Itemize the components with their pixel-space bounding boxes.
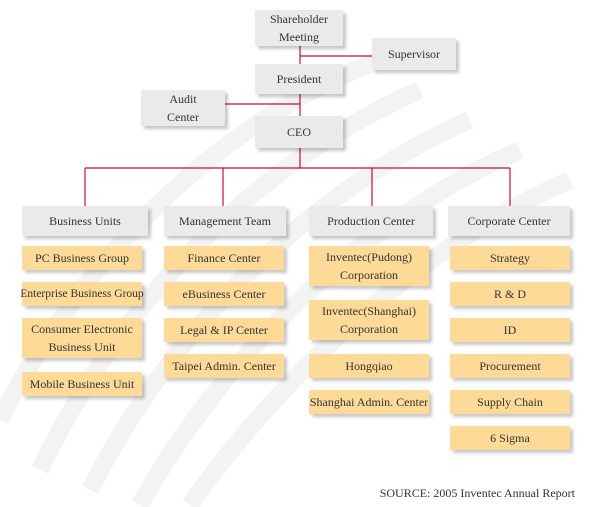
ceo-node: CEO: [255, 116, 343, 148]
division-label: Business Units: [49, 214, 121, 228]
unit-label: eBusiness Center: [182, 287, 266, 301]
unit-box: Taipei Admin. Center: [164, 354, 284, 378]
unit-box: Inventec(Shanghai) Corporation: [309, 300, 429, 340]
division-management-team: Management Team: [164, 206, 286, 236]
supervisor-node: Supervisor: [372, 38, 456, 70]
unit-label: ID: [503, 323, 517, 337]
unit-label: Inventec(Shanghai) Corporation: [322, 304, 416, 336]
unit-box: Enterprise Business Group: [20, 282, 144, 306]
unit-box: Inventec(Pudong) Corporation: [309, 246, 429, 286]
unit-label: Procurement: [479, 359, 541, 373]
unit-box: Supply Chain: [450, 390, 570, 414]
unit-box: Mobile Business Unit: [22, 372, 142, 396]
unit-label: Supply Chain: [477, 395, 543, 409]
audit-center-label: Audit Center: [167, 92, 199, 124]
unit-box: R & D: [450, 282, 570, 306]
audit-center-node: Audit Center: [141, 90, 225, 126]
shareholder-meeting-node: Shareholder Meeting: [255, 10, 343, 46]
unit-label: R & D: [493, 287, 526, 301]
unit-box: eBusiness Center: [164, 282, 284, 306]
unit-label: Finance Center: [187, 251, 261, 265]
unit-label: Shanghai Admin. Center: [309, 395, 429, 409]
unit-label: PC Business Group: [34, 251, 129, 265]
unit-label: Strategy: [490, 251, 530, 265]
source-note: SOURCE: 2005 Inventec Annual Report: [379, 486, 575, 500]
ceo-label: CEO: [287, 125, 311, 139]
president-label: President: [276, 72, 322, 86]
unit-label: Legal & IP Center: [180, 323, 268, 337]
division-label: Corporate Center: [467, 214, 551, 228]
unit-box: Procurement: [450, 354, 570, 378]
unit-box: Legal & IP Center: [164, 318, 284, 342]
unit-box: Consumer Electronic Business Unit: [22, 318, 142, 358]
shareholder-meeting-label: Shareholder Meeting: [270, 12, 328, 44]
unit-label: 6 Sigma: [490, 431, 530, 445]
unit-label: Taipei Admin. Center: [172, 359, 276, 373]
unit-box: 6 Sigma: [450, 426, 570, 450]
unit-box: Hongqiao: [309, 354, 429, 378]
unit-label: Enterprise Business Group: [20, 288, 144, 300]
division-corporate-center: Corporate Center: [448, 206, 570, 236]
unit-label: Hongqiao: [345, 359, 393, 373]
unit-box: Strategy: [450, 246, 570, 270]
unit-box: Shanghai Admin. Center: [309, 390, 429, 414]
division-label: Production Center: [327, 214, 415, 228]
supervisor-label: Supervisor: [388, 47, 440, 61]
unit-label: Inventec(Pudong) Corporation: [326, 250, 412, 282]
division-label: Management Team: [179, 214, 271, 228]
division-business-units: Business Units: [22, 206, 148, 236]
unit-box: ID: [450, 318, 570, 342]
unit-box: Finance Center: [164, 246, 284, 270]
unit-box: PC Business Group: [22, 246, 142, 270]
unit-label: Mobile Business Unit: [29, 377, 135, 391]
unit-label: Consumer Electronic Business Unit: [31, 322, 133, 354]
president-node: President: [255, 64, 343, 94]
division-production-center: Production Center: [309, 206, 433, 236]
